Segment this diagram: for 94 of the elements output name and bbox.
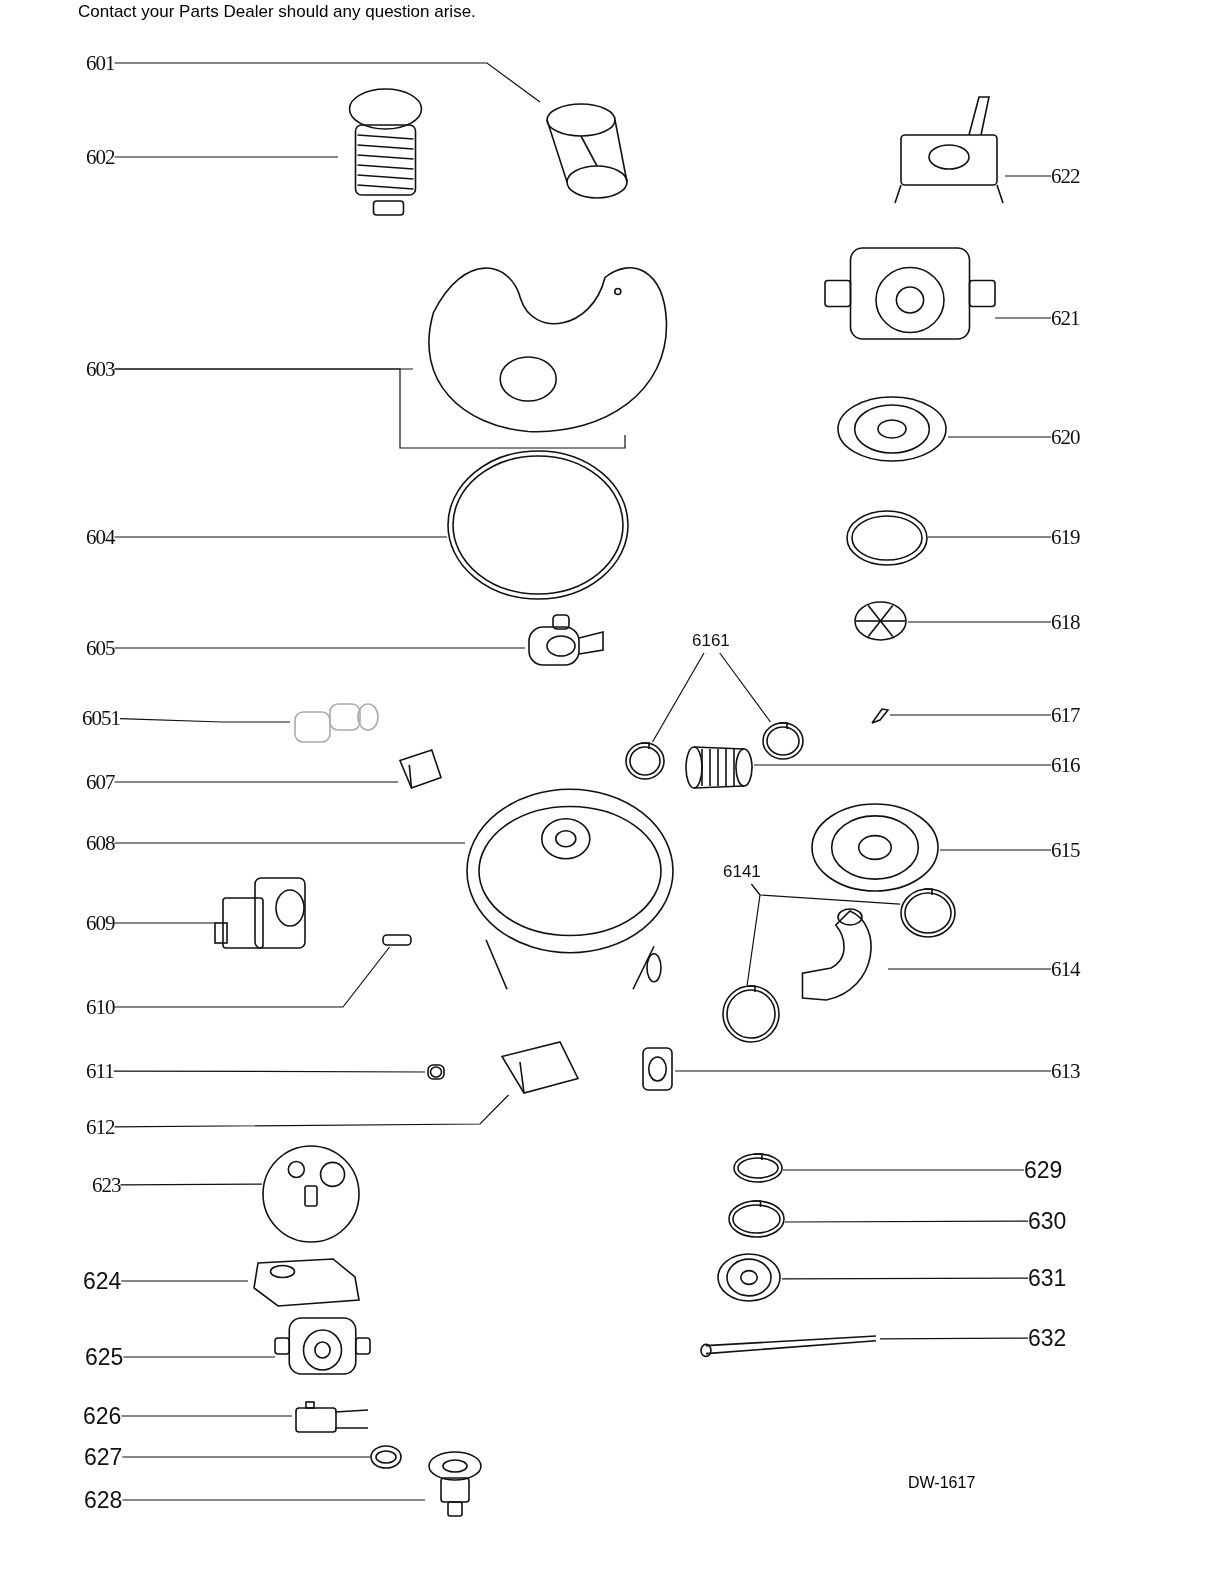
callout-number: 632	[1028, 1326, 1067, 1350]
callout-number: 609	[86, 911, 115, 935]
callout-number: 607	[86, 770, 115, 794]
leader-line	[113, 536, 448, 538]
leader-line	[939, 849, 1052, 851]
callout-number: 6161	[692, 629, 730, 653]
leader-line	[879, 1337, 1029, 1340]
callout-number: 622	[1051, 164, 1080, 188]
leader-line	[113, 156, 339, 158]
bellows-drawing	[684, 745, 754, 790]
leader-line	[1004, 175, 1052, 177]
pin-drawing	[382, 933, 412, 947]
bracket-drawing	[893, 95, 1005, 205]
o-ring-drawing	[370, 1445, 402, 1469]
callout-number: 616	[1051, 753, 1080, 777]
leader-line	[887, 968, 1052, 970]
diagram-code: DW-1617	[908, 1474, 976, 1492]
callout-number: 631	[1028, 1266, 1067, 1290]
leader-line	[113, 1094, 510, 1128]
leader-line	[750, 883, 901, 905]
housing-drawing	[836, 393, 948, 465]
callout-number: 601	[86, 51, 115, 75]
fitting-drawing	[716, 1250, 782, 1305]
callout-number: 624	[83, 1269, 122, 1293]
leader-line	[907, 621, 1052, 623]
leader-line	[113, 1070, 426, 1073]
valve-drawing	[640, 1045, 675, 1093]
callout-number: 627	[84, 1445, 123, 1469]
leader-line	[113, 62, 541, 103]
callout-number: 617	[1051, 703, 1080, 727]
nut-drawing	[728, 1200, 785, 1238]
leader-line	[113, 946, 391, 1008]
callout-number: 604	[86, 525, 115, 549]
clamp-ring-drawing	[625, 742, 665, 780]
callout-number: 613	[1051, 1059, 1080, 1083]
callout-number: 630	[1028, 1209, 1067, 1233]
leader-line	[113, 922, 216, 924]
leader-line	[119, 718, 291, 723]
impeller-drawing	[853, 600, 908, 642]
disc-drawing	[262, 1145, 360, 1243]
note-text: Contact your Parts Dealer should any question arise.	[78, 2, 476, 22]
leader-line	[753, 764, 1052, 766]
callout-number: 618	[1051, 610, 1080, 634]
pump-housing-drawing	[810, 800, 940, 895]
leader-line	[947, 436, 1052, 438]
leader-line	[119, 1183, 263, 1186]
leader-line	[784, 1220, 1029, 1223]
callout-number: 611	[86, 1059, 114, 1083]
callout-number: 610	[86, 995, 115, 1019]
leader-line	[113, 842, 466, 844]
leader-line	[121, 1499, 426, 1501]
leader-line	[113, 781, 399, 783]
leader-line	[120, 1415, 293, 1417]
callout-number: 6141	[723, 860, 761, 884]
clip-drawing	[425, 1062, 447, 1082]
leader-line	[122, 1356, 276, 1358]
seal-ring-drawing	[733, 1153, 783, 1183]
gasket-ring-drawing	[447, 450, 629, 600]
leader-line	[889, 714, 1052, 716]
callout-number: 614	[1051, 957, 1080, 981]
leader-line	[674, 1070, 1052, 1072]
clamp-ring-drawing	[762, 722, 804, 760]
block-drawing	[398, 748, 443, 790]
callout-number: 619	[1051, 525, 1080, 549]
leader-line	[927, 536, 1052, 538]
callout-number: 608	[86, 831, 115, 855]
o-ring-drawing	[846, 510, 928, 566]
leader-line	[113, 647, 526, 649]
leader-line	[121, 1456, 371, 1458]
callout-number: 6051	[82, 706, 120, 730]
callout-number: 605	[86, 636, 115, 660]
callout-number: 603	[86, 357, 115, 381]
leader-line	[782, 1169, 1025, 1171]
callout-number: 623	[92, 1173, 121, 1197]
sensor-drawing	[500, 1040, 580, 1095]
callout-number: 615	[1051, 838, 1080, 862]
leader-line	[113, 368, 626, 449]
leader-line	[120, 1280, 249, 1282]
leader-line	[994, 317, 1052, 319]
callout-number: 620	[1051, 425, 1080, 449]
callout-number: 621	[1051, 306, 1080, 330]
callout-number: 602	[86, 145, 115, 169]
clamp-ring-drawing	[900, 888, 956, 938]
callout-number: 629	[1024, 1158, 1063, 1182]
callout-number: 628	[84, 1488, 123, 1512]
clip-drawing	[870, 706, 890, 726]
leader-line	[651, 652, 705, 743]
callout-number: 612	[86, 1115, 115, 1139]
gear-drawing	[425, 1448, 485, 1518]
callout-number: 626	[83, 1404, 122, 1428]
clamp-ring-drawing	[722, 985, 780, 1043]
leader-line	[781, 1277, 1029, 1280]
leader-line	[719, 652, 772, 723]
callout-number: 625	[85, 1345, 124, 1369]
